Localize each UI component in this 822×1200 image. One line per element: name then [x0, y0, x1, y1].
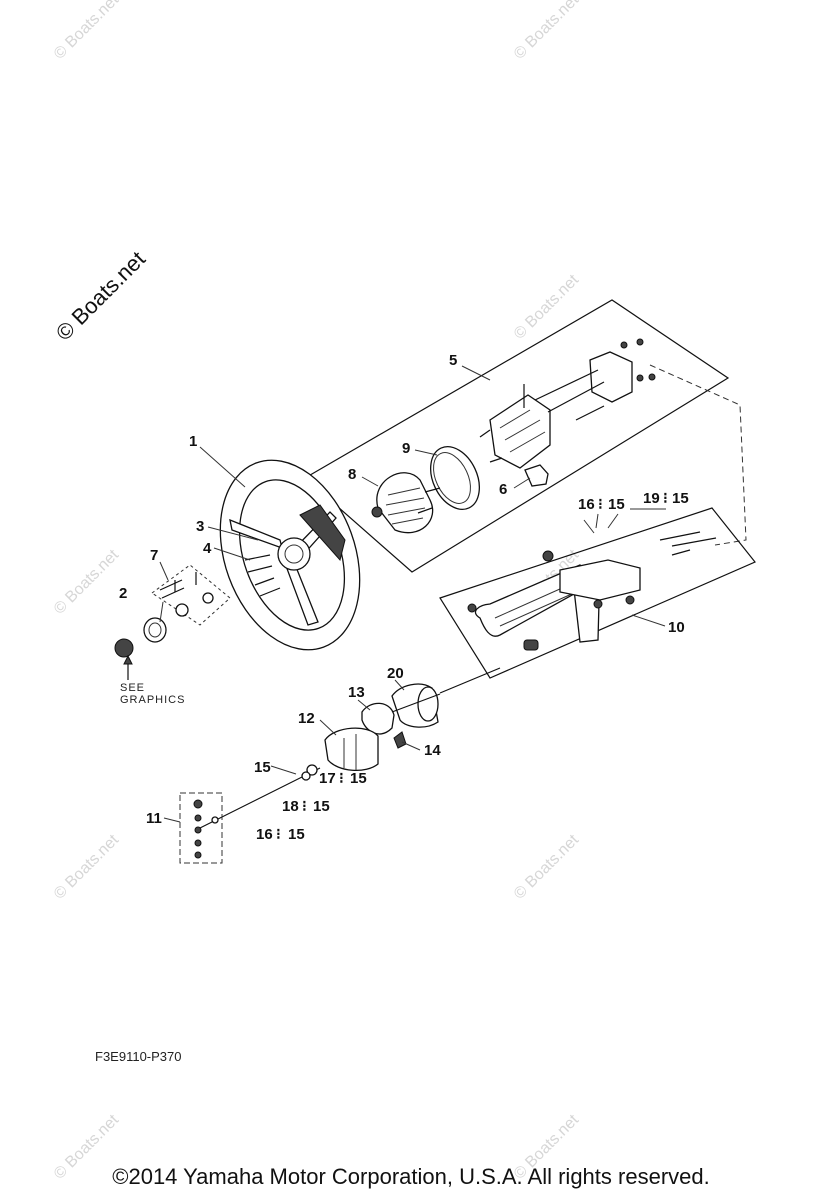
callout-4: 4	[203, 540, 212, 557]
callout-16-ref: 15	[288, 826, 305, 843]
callout-6: 6	[499, 481, 507, 498]
watermark-text: © Boats.net	[51, 546, 123, 618]
callout-dots: ⁝	[302, 798, 307, 815]
callout-3: 3	[196, 518, 204, 535]
callout-18-ref: 15	[313, 798, 330, 815]
see-graphics-line1: SEE	[120, 682, 145, 694]
see-graphics-line2: GRAPHICS	[120, 694, 185, 706]
callout-11: 11	[146, 810, 162, 827]
callout-dots: ⁝	[339, 770, 344, 787]
cable-parts	[179, 683, 441, 864]
steering-wheel	[219, 459, 361, 651]
callout-20: 20	[387, 665, 404, 682]
callout-dots: ⁝	[598, 496, 603, 513]
callout-dots: ⁝	[663, 490, 668, 507]
leader-lines	[159, 365, 666, 823]
callout-1: 1	[189, 433, 197, 450]
callout-12: 12	[298, 710, 315, 727]
watermark-text: © Boats.net	[511, 831, 583, 903]
callout-dots: ⁝	[276, 826, 281, 843]
see-graphics-note: SEE GRAPHICS	[120, 682, 185, 706]
callout-16: 16	[256, 826, 273, 843]
watermark-main: © Boats.net	[51, 246, 150, 345]
watermark-text: © Boats.net	[511, 0, 583, 63]
callout-7: 7	[150, 547, 158, 564]
callout-5: 5	[449, 352, 457, 369]
callouts: 1 2 3 4 5 6 7 8 9 10 11 12 13 14 15 16 ⁝…	[119, 352, 689, 843]
callout-16-ref: 15	[608, 496, 625, 513]
callout-15: 15	[254, 759, 271, 776]
callout-13: 13	[348, 684, 365, 701]
callout-17: 17	[319, 770, 336, 787]
copyright-notice: ©2014 Yamaha Motor Corporation, U.S.A. A…	[112, 1164, 710, 1189]
callout-10: 10	[668, 619, 685, 636]
watermark-text: © Boats.net	[511, 271, 583, 343]
callout-16: 16	[578, 496, 595, 513]
hub-parts	[114, 554, 281, 680]
diagram-code: F3E9110-P370	[95, 1049, 182, 1064]
watermark-text: © Boats.net	[51, 831, 123, 903]
callout-17-ref: 15	[350, 770, 367, 787]
callout-18: 18	[282, 798, 299, 815]
callout-9: 9	[402, 440, 410, 457]
panel-5	[303, 299, 747, 573]
callout-19-ref: 15	[672, 490, 689, 507]
watermark-text: © Boats.net	[51, 0, 123, 63]
panel-10	[439, 507, 756, 694]
callout-19: 19	[643, 490, 660, 507]
callout-2: 2	[119, 585, 127, 602]
callout-8: 8	[348, 466, 356, 483]
callout-14: 14	[424, 742, 441, 759]
